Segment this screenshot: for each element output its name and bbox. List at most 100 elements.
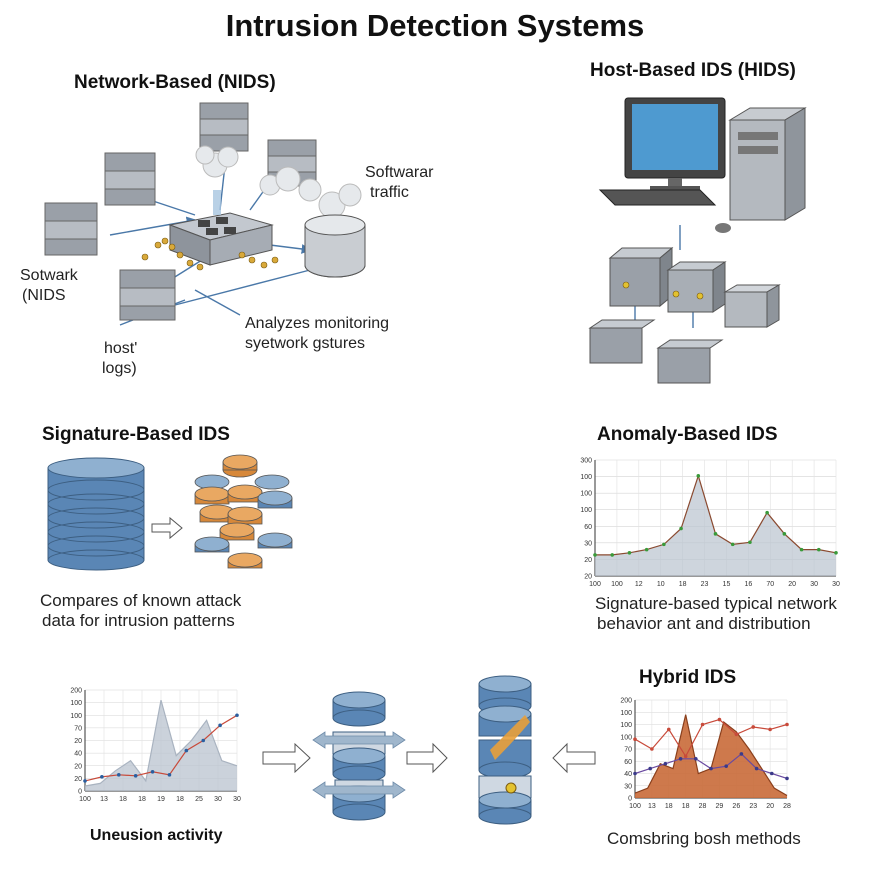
- data-point: [633, 771, 637, 776]
- nids-label-sotwark: Sotwark: [20, 267, 78, 284]
- y-tick-label: 30: [584, 540, 592, 547]
- data-point: [785, 776, 789, 781]
- data-point: [785, 722, 789, 727]
- nids-label-syetwork: syetwork gstures: [245, 335, 366, 352]
- data-point: [709, 766, 713, 771]
- page-title: Intrusion Detection Systems: [225, 8, 645, 43]
- anomaly-caption-1: Signature-based typical network: [595, 594, 837, 613]
- y-tick-label: 70: [624, 747, 632, 754]
- data-point: [218, 723, 222, 728]
- y-tick-label: 20: [74, 763, 82, 770]
- data-point: [799, 547, 804, 552]
- data-point: [754, 766, 759, 771]
- data-point: [666, 727, 671, 732]
- x-tick-label: 23: [701, 581, 709, 588]
- series-area: [595, 475, 836, 576]
- data-point: [100, 775, 104, 779]
- nids-label-nids: (NIDS: [22, 287, 66, 304]
- hybrid-caption: Comsbring bosh methods: [607, 829, 801, 848]
- database-icon: [47, 457, 145, 571]
- y-tick-label: 40: [624, 771, 632, 778]
- x-tick-label: 12: [635, 581, 643, 588]
- x-tick-label: 20: [788, 581, 796, 588]
- data-point: [150, 770, 155, 774]
- y-tick-label: 0: [628, 796, 632, 803]
- data-point: [648, 766, 652, 771]
- pattern-stack-icon: [194, 454, 293, 569]
- y-tick-label: 300: [580, 458, 592, 465]
- y-tick-label: 200: [620, 698, 632, 705]
- data-point: [724, 764, 728, 768]
- y-tick-label: 20: [584, 574, 592, 581]
- x-tick-label: 18: [176, 796, 184, 803]
- nids-label-traffic: traffic: [370, 184, 409, 201]
- arrow-right-icon: [151, 516, 183, 540]
- x-tick-label: 70: [766, 581, 774, 588]
- data-point: [713, 532, 718, 536]
- hids-host-diagram: [588, 97, 807, 384]
- anomaly-heading: Anomaly-Based IDS: [597, 424, 778, 445]
- x-tick-label: 23: [749, 803, 757, 810]
- y-tick-label: 20: [584, 557, 592, 564]
- x-tick-label: 16: [744, 581, 752, 588]
- x-tick-label: 18: [138, 796, 146, 803]
- y-tick-label: 0: [78, 789, 82, 796]
- x-tick-label: 18: [665, 803, 673, 810]
- data-point: [730, 542, 735, 547]
- data-point: [683, 754, 688, 759]
- x-tick-label: 10: [657, 581, 665, 588]
- x-tick-label: 29: [716, 803, 724, 810]
- nids-label-logs: logs): [102, 360, 137, 377]
- network-switch-icon: [168, 190, 274, 266]
- y-tick-label: 100: [580, 507, 592, 514]
- data-point: [83, 779, 87, 783]
- y-tick-label: 100: [70, 713, 82, 720]
- nids-label-analyzes: Analyzes monitoring: [245, 315, 390, 332]
- y-tick-label: 30: [624, 783, 632, 790]
- data-point: [816, 547, 821, 552]
- x-tick-label: 30: [832, 581, 840, 588]
- y-tick-label: 40: [74, 751, 82, 758]
- data-point: [782, 532, 787, 536]
- signature-database-diagram: [47, 454, 293, 571]
- x-tick-label: 30: [810, 581, 818, 588]
- data-point: [662, 542, 666, 547]
- x-tick-label: 13: [100, 796, 108, 803]
- y-tick-label: 100: [580, 491, 592, 498]
- x-tick-label: 13: [648, 803, 656, 810]
- keyboard-icon: [598, 189, 717, 206]
- data-point: [734, 732, 739, 737]
- hybrid-flow-diagram: [262, 675, 596, 825]
- y-tick-label: 100: [580, 474, 592, 481]
- signature-heading: Signature-Based IDS: [42, 424, 230, 445]
- monitor-icon: [624, 97, 726, 191]
- data-point: [235, 713, 239, 718]
- y-tick-label: 100: [620, 710, 632, 717]
- signature-caption-1: Compares of known attack: [40, 591, 242, 610]
- data-point: [768, 727, 772, 732]
- y-tick-label: 60: [624, 759, 632, 766]
- series-line: [634, 718, 788, 758]
- x-tick-label: 100: [629, 803, 641, 810]
- hybrid-heading: Hybrid IDS: [639, 667, 737, 688]
- y-tick-label: 20: [74, 776, 82, 783]
- x-tick-label: 15: [723, 581, 731, 588]
- data-point: [201, 738, 206, 743]
- data-point: [696, 474, 701, 478]
- series-area: [85, 700, 237, 791]
- x-tick-label: 100: [79, 796, 91, 803]
- data-point: [627, 551, 632, 555]
- y-tick-label: 100: [620, 734, 632, 741]
- server-icon: [44, 102, 317, 321]
- x-tick-label: 19: [157, 796, 165, 803]
- nids-network-diagram: [44, 102, 366, 326]
- traffic-cloud-icon: [195, 145, 362, 219]
- data-point: [167, 773, 172, 777]
- arrow-right-icon: [406, 742, 448, 774]
- data-point: [133, 774, 138, 778]
- data-point: [739, 752, 744, 756]
- x-tick-label: 18: [679, 581, 687, 588]
- x-tick-label: 30: [233, 796, 241, 803]
